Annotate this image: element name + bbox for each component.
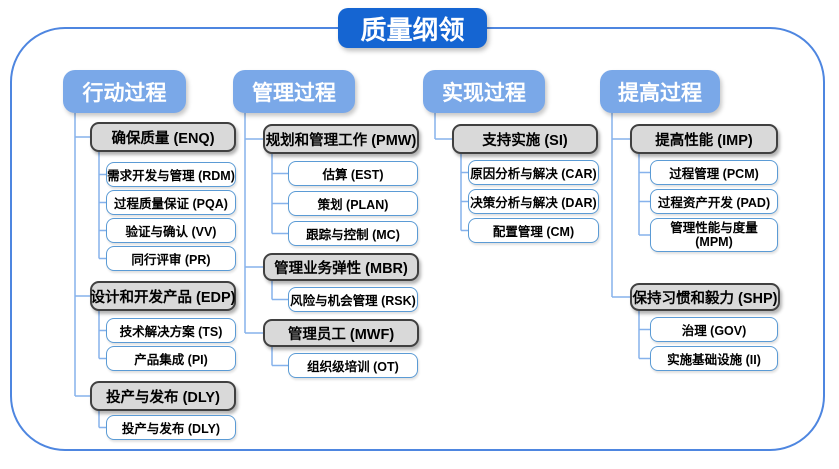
group-box-mbr: 管理业务弹性 (MBR): [263, 253, 419, 281]
group-box-dly: 投产与发布 (DLY): [90, 381, 236, 411]
connector-col-improvement: [611, 113, 650, 360]
process-box-vv: 验证与确认 (VV): [106, 218, 236, 243]
process-box-ts: 技术解决方案 (TS): [106, 318, 236, 343]
process-box-rsk: 风险与机会管理 (RSK): [288, 287, 418, 312]
connector-col-realization: [434, 113, 468, 232]
process-box-pr: 同行评审 (PR): [106, 246, 236, 271]
process-box-ot: 组织级培训 (OT): [288, 353, 418, 378]
group-box-si: 支持实施 (SI): [452, 124, 598, 154]
group-box-enq: 确保质量 (ENQ): [90, 122, 236, 152]
process-box-car: 原因分析与解决 (CAR): [468, 160, 599, 185]
process-box-pcm: 过程管理 (PCM): [650, 160, 778, 185]
connector-col-management: [244, 113, 288, 367]
process-box-est: 估算 (EST): [288, 161, 418, 186]
process-box-pad: 过程资产开发 (PAD): [650, 189, 778, 214]
process-box-dar: 决策分析与解决 (DAR): [468, 189, 599, 214]
group-box-shp: 保持习惯和毅力 (SHP): [630, 283, 780, 311]
process-box-pi: 产品集成 (PI): [106, 346, 236, 371]
group-box-edp: 设计和开发产品 (EDP): [90, 281, 236, 311]
column-header-action-process: 行动过程: [63, 70, 186, 113]
process-box-rdm: 需求开发与管理 (RDM): [106, 162, 236, 187]
column-header-management-process: 管理过程: [233, 70, 355, 113]
process-box-ii: 实施基础设施 (II): [650, 346, 778, 371]
group-box-imp: 提高性能 (IMP): [630, 124, 778, 154]
column-header-improvement-process: 提高过程: [600, 70, 720, 113]
process-box-cm: 配置管理 (CM): [468, 218, 599, 243]
process-box-gov: 治理 (GOV): [650, 317, 778, 342]
group-box-pmw: 规划和管理工作 (PMW): [263, 124, 419, 154]
diagram-title: 质量纲领: [338, 8, 487, 48]
process-box-mpm: 管理性能与度量 (MPM): [650, 218, 778, 252]
column-header-realization-process: 实现过程: [423, 70, 545, 113]
process-box-pqa: 过程质量保证 (PQA): [106, 190, 236, 215]
process-box-plan: 策划 (PLAN): [288, 191, 418, 216]
connector-col-action: [74, 113, 106, 429]
group-box-mwf: 管理员工 (MWF): [263, 319, 419, 347]
process-box-mc: 跟踪与控制 (MC): [288, 221, 418, 246]
process-box-dly: 投产与发布 (DLY): [106, 415, 236, 440]
